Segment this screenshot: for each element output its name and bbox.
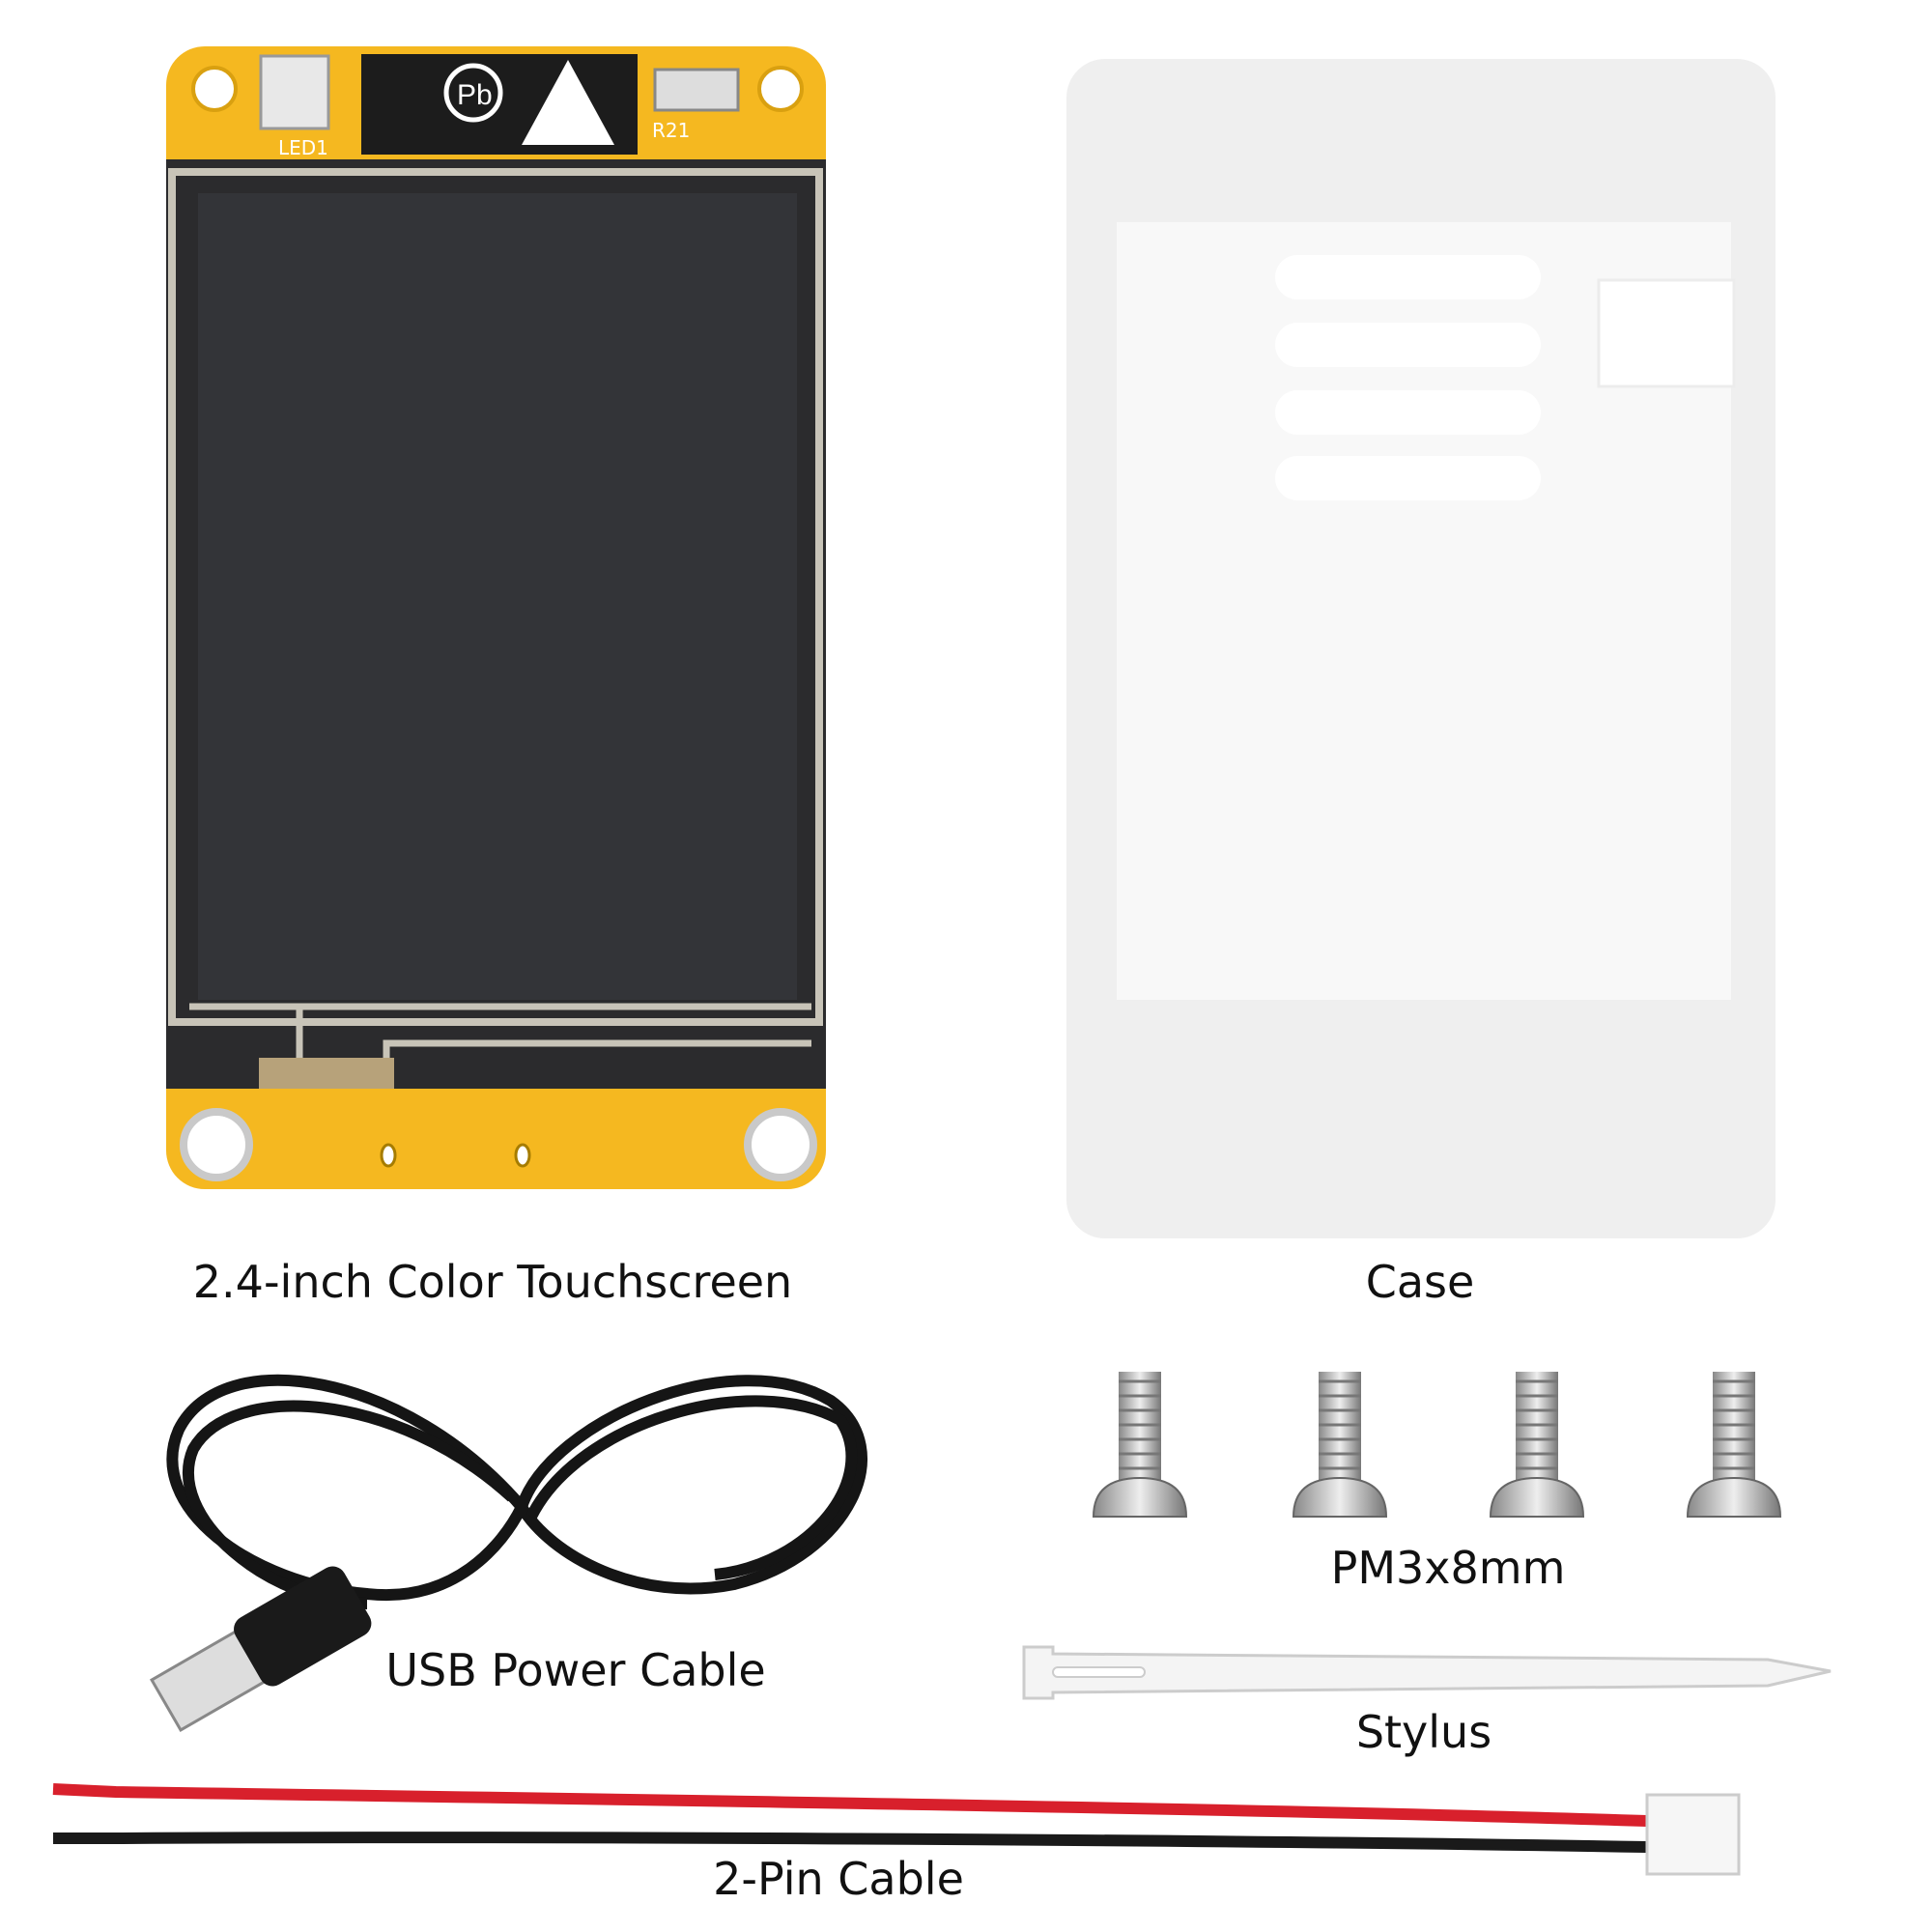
rgb-led <box>259 54 330 130</box>
stylus-label: Stylus <box>1355 1706 1492 1758</box>
display-area <box>198 193 797 1000</box>
mount-hole <box>757 66 804 112</box>
usb-cable-label: USB Power Cable <box>385 1644 766 1696</box>
case-label: Case <box>1365 1256 1475 1308</box>
mount-hole <box>744 1108 817 1181</box>
mount-hole <box>180 1108 253 1181</box>
lead-free-icon <box>443 63 503 123</box>
mount-hole <box>191 66 238 112</box>
screws-label: PM3x8mm <box>1330 1542 1566 1594</box>
svg-text:R21: R21 <box>652 119 690 142</box>
esd-warning-icon <box>522 60 614 145</box>
resistor <box>653 68 740 112</box>
pin-cable-label: 2-Pin Cable <box>713 1853 964 1905</box>
touchscreen-label: 2.4-inch Color Touchscreen <box>192 1256 793 1308</box>
jst-connector <box>1645 1793 1741 1876</box>
svg-text:Pb: Pb <box>457 79 493 111</box>
svg-text:LED1: LED1 <box>278 136 328 159</box>
